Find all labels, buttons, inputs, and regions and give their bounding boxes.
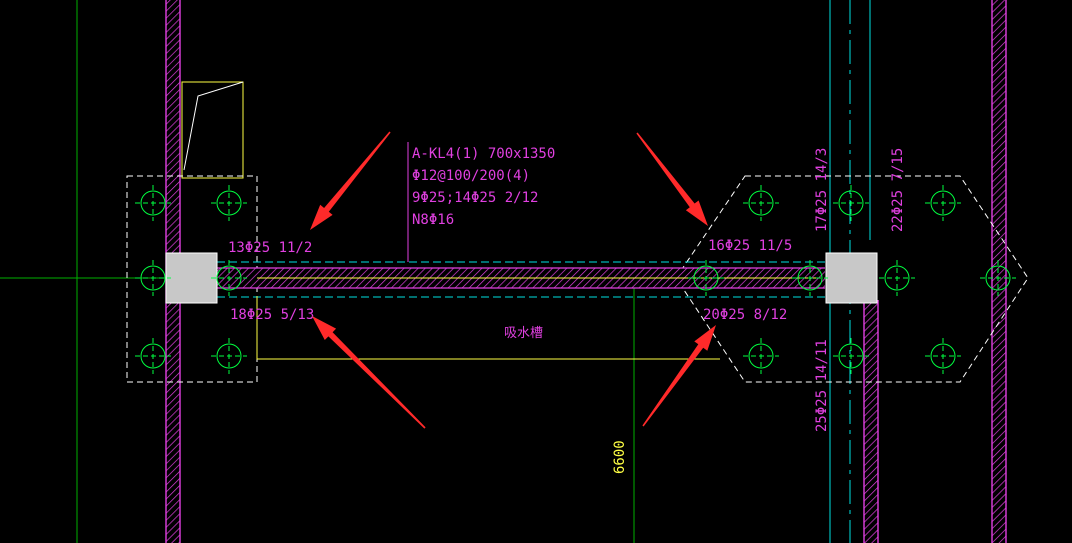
beam-label: A-KL4(1) 700x1350 Φ12@100/200(4) 9Φ25;14… — [412, 146, 555, 228]
rebar-label-vertical-bottom: 25Φ25 14/11 — [814, 339, 830, 432]
pile-circle-icon — [743, 338, 779, 374]
detail-box — [181, 81, 244, 179]
rebar-label-right-top: 16Φ25 11/5 — [708, 238, 792, 254]
red-arrow-icon — [636, 132, 708, 226]
pile-circle-icon — [135, 260, 171, 296]
rebar-label-vertical-top-a: 17Φ25 14/3 — [814, 148, 830, 232]
pile-circle-icon — [135, 338, 171, 374]
column-left[interactable] — [165, 252, 218, 304]
pile-circle-icon — [211, 185, 247, 221]
beam-label-line3: 9Φ25;14Φ25 2/12 — [412, 190, 538, 206]
rebar-label-right-bottom: 20Φ25 8/12 — [703, 307, 787, 323]
pile-circle-icon — [211, 338, 247, 374]
arrows-group — [310, 131, 716, 429]
pile-circle-icon — [792, 260, 828, 296]
beam-label-line1: A-KL4(1) 700x1350 — [412, 146, 555, 162]
pile-circle-icon — [925, 338, 961, 374]
red-arrow-icon — [312, 316, 426, 429]
rebar-label-vertical-top-b: 22Φ25 7/15 — [890, 148, 906, 232]
rebar-label-left-top: 13Φ25 11/2 — [228, 240, 312, 256]
beam-A-KL4[interactable] — [217, 261, 825, 298]
pile-circle-icon — [879, 260, 915, 296]
sump-outline — [256, 277, 818, 360]
pile-circle-icon — [688, 260, 724, 296]
red-arrow-icon — [642, 325, 716, 427]
pile-circle-icon — [980, 260, 1016, 296]
far-right-wall — [991, 0, 1007, 543]
area-label: 吸水槽 — [504, 326, 543, 341]
pile-circle-icon — [743, 185, 779, 221]
pile-circle-icon — [833, 338, 869, 374]
dimension-label: 6600 — [612, 440, 628, 474]
right-wall — [863, 300, 879, 543]
red-arrow-icon — [310, 131, 391, 230]
rebar-label-left-bottom: 18Φ25 5/13 — [230, 307, 314, 323]
pile-circle-icon — [211, 260, 247, 296]
pile-circle-icon — [833, 185, 869, 221]
beam-label-line4: N8Φ16 — [412, 212, 454, 228]
pile-circle-icon — [135, 185, 171, 221]
column-right[interactable] — [825, 252, 878, 304]
pile-circle-icon — [925, 185, 961, 221]
piles-group — [135, 185, 1016, 374]
beam-label-line2: Φ12@100/200(4) — [412, 168, 530, 184]
